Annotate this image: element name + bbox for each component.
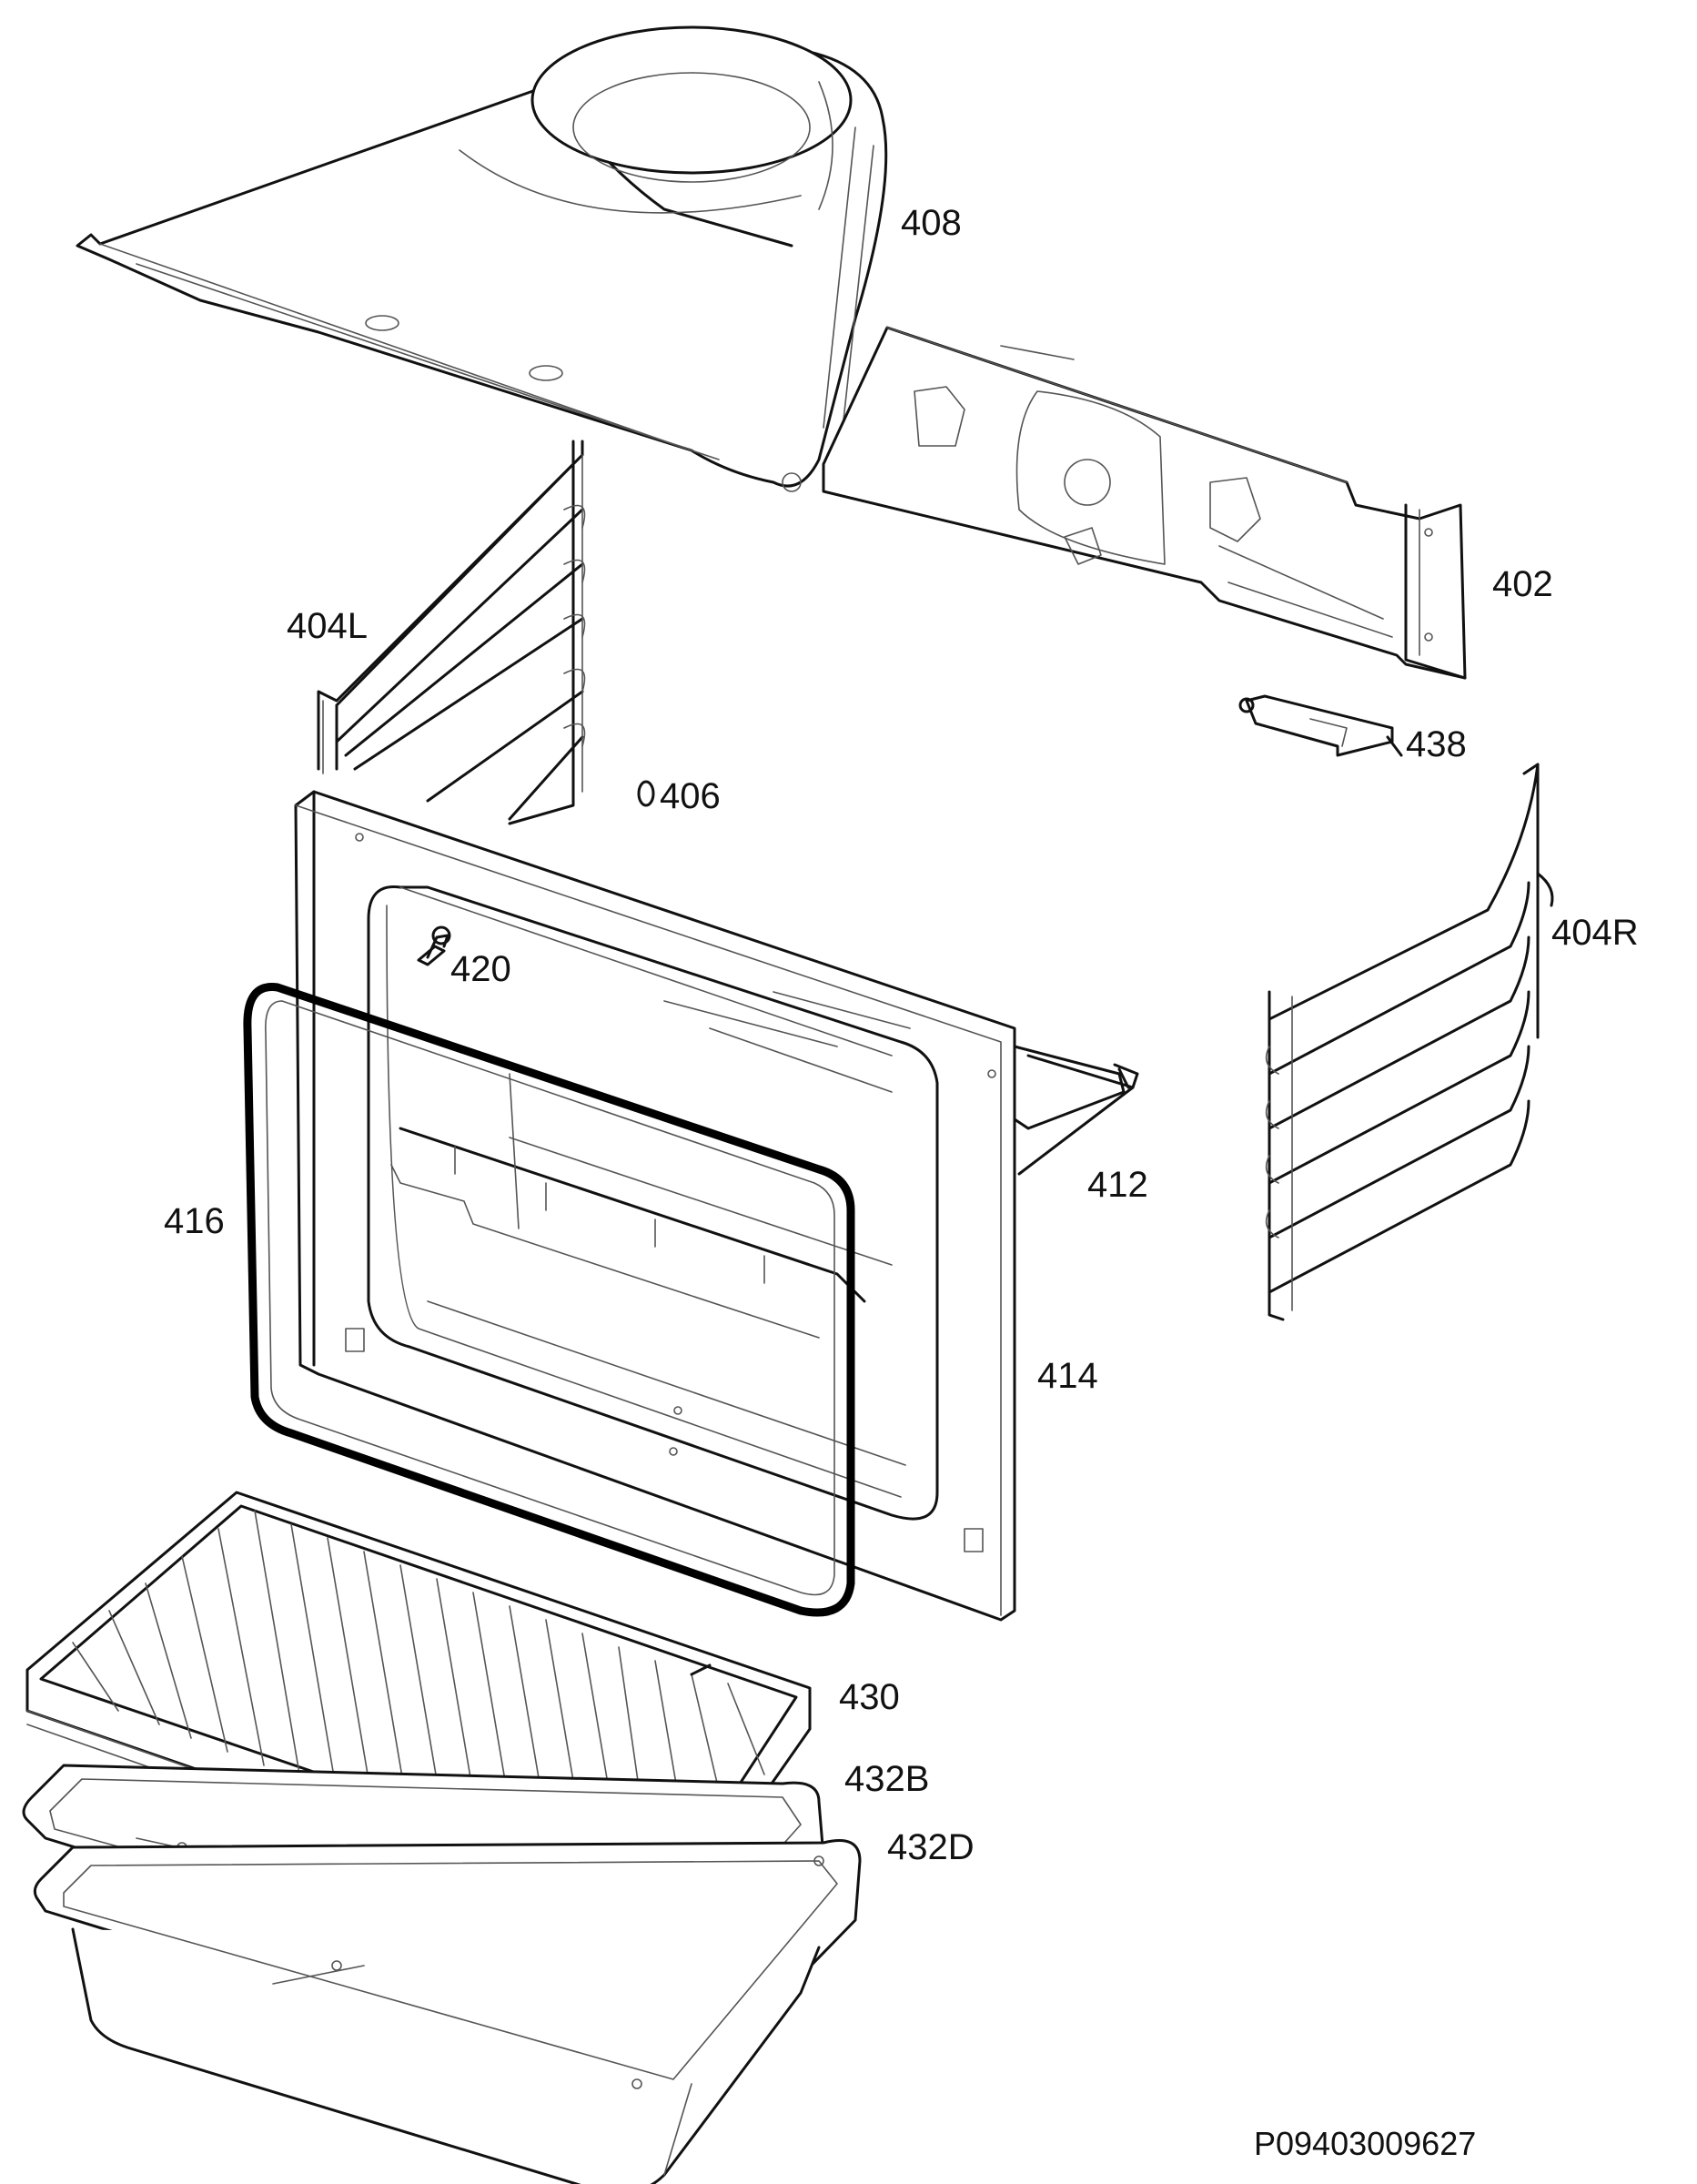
- part-406-nut[interactable]: [637, 780, 655, 807]
- label-412: 412: [1087, 1165, 1148, 1205]
- label-416: 416: [164, 1201, 225, 1241]
- part-408-fan-cover[interactable]: [76, 25, 888, 492]
- label-402: 402: [1492, 564, 1553, 604]
- part-432D-deep-tray[interactable]: [33, 1839, 862, 2184]
- label-420: 420: [450, 949, 511, 989]
- drawing-code: P09403009627: [1254, 2125, 1477, 2162]
- part-414-front-frame[interactable]: [294, 790, 1016, 1622]
- label-404L: 404L: [287, 606, 368, 646]
- label-406: 406: [660, 776, 721, 816]
- part-412-heating-element[interactable]: [1013, 1045, 1139, 1176]
- part-404R-right-shelf-rail[interactable]: [1265, 763, 1554, 1321]
- label-408: 408: [901, 203, 962, 243]
- part-438-bracket[interactable]: [1238, 694, 1403, 757]
- label-438: 438: [1406, 724, 1467, 764]
- part-402-back-panel[interactable]: [822, 326, 1467, 680]
- label-432D: 432D: [887, 1827, 975, 1867]
- label-414: 414: [1037, 1356, 1098, 1396]
- label-430: 430: [839, 1677, 900, 1717]
- label-404R: 404R: [1551, 913, 1639, 953]
- part-404L-left-shelf-rail[interactable]: [317, 440, 586, 825]
- label-432B: 432B: [844, 1759, 930, 1799]
- part-416-door-gasket[interactable]: [243, 983, 855, 1617]
- part-420-screw[interactable]: [417, 925, 451, 966]
